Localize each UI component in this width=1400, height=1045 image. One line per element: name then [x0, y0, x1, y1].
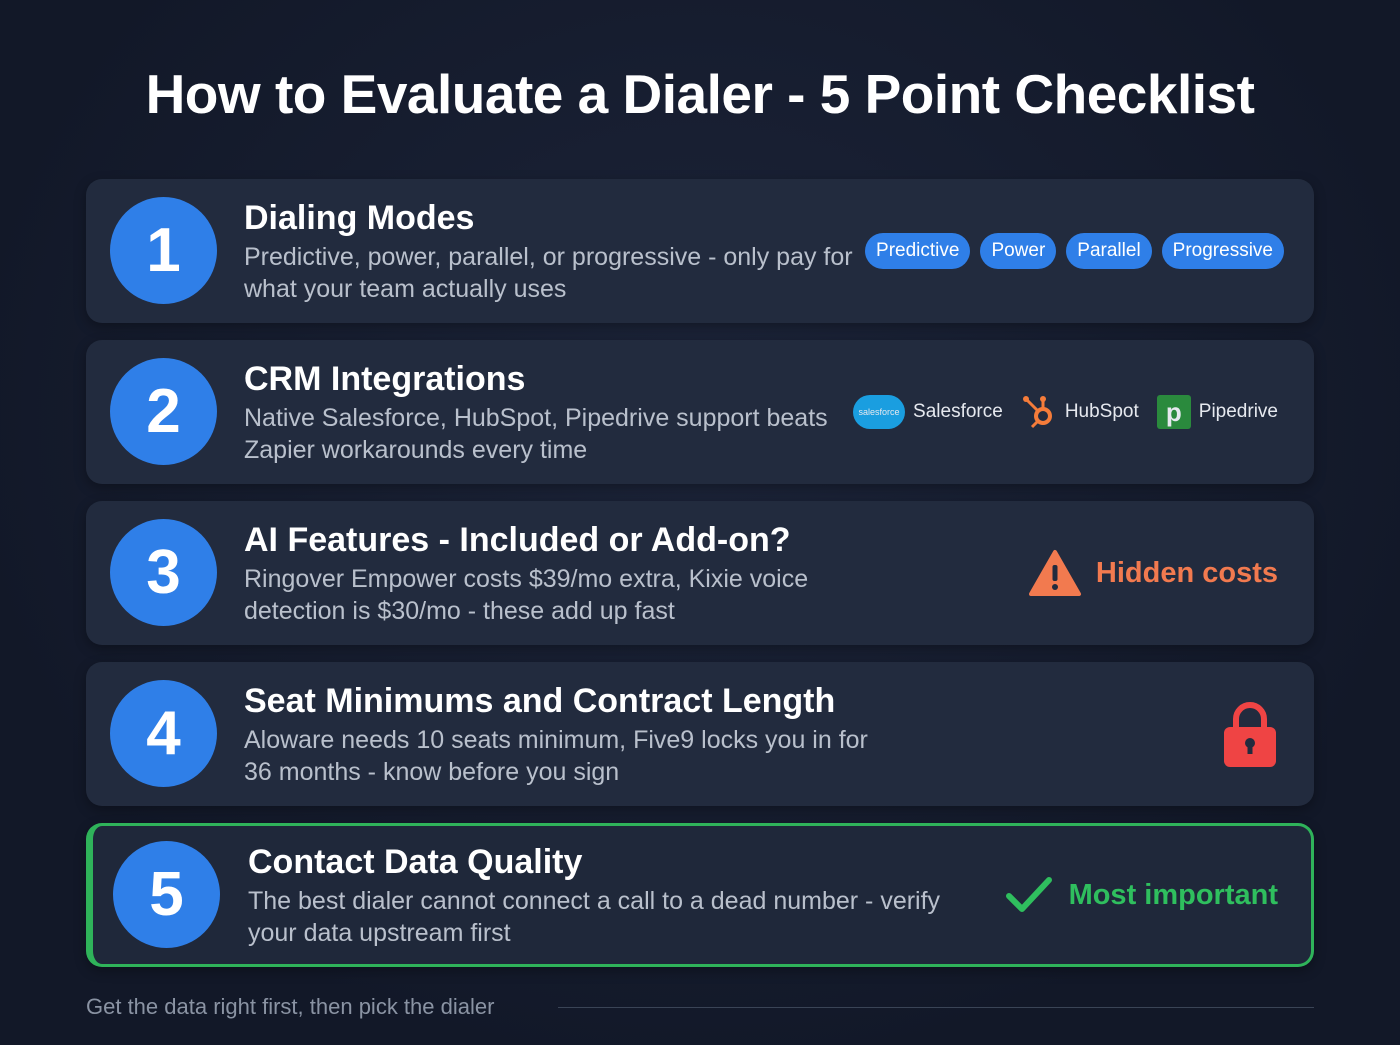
- checklist-item-5: 5 Contact Data Quality The best dialer c…: [86, 823, 1314, 967]
- checklist-item-4: 4 Seat Minimums and Contract Length Alow…: [86, 662, 1314, 806]
- warning-icon: [1028, 550, 1081, 596]
- number-badge: 2: [110, 358, 217, 465]
- lock-icon: [1224, 702, 1276, 767]
- checklist-item-2: 2 CRM Integrations Native Salesforce, Hu…: [86, 340, 1314, 484]
- item-description: Predictive, power, parallel, or progress…: [244, 243, 853, 303]
- checklist-item-3: 3 AI Features - Included or Add-on? Ring…: [86, 501, 1314, 645]
- number-badge: 5: [113, 841, 220, 948]
- page-title: How to Evaluate a Dialer - 5 Point Check…: [145, 63, 1255, 125]
- tag-progressive: Progressive: [1161, 233, 1284, 269]
- item-description: Aloware needs 10 seats minimum, Five9 lo…: [244, 726, 868, 786]
- item-description: Native Salesforce, HubSpot, Pipedrive su…: [244, 404, 828, 464]
- item-title: CRM Integrations: [244, 360, 526, 398]
- number-badge: 1: [110, 197, 217, 304]
- footer-divider: [558, 1007, 1314, 1008]
- item-title: Dialing Modes: [244, 199, 475, 237]
- item-title: AI Features - Included or Add-on?: [244, 521, 791, 559]
- item-description: The best dialer cannot connect a call to…: [248, 887, 941, 947]
- hubspot-logo-icon: [1022, 396, 1052, 429]
- most-important-label: Most important: [1068, 878, 1278, 911]
- number-badge: 3: [110, 519, 217, 626]
- salesforce-logo-icon: salesforce: [853, 395, 906, 429]
- hidden-costs-label: Hidden costs: [1095, 556, 1278, 589]
- item-title: Seat Minimums and Contract Length: [244, 682, 836, 720]
- tag-power: Power: [980, 233, 1057, 269]
- tag-parallel: Parallel: [1066, 233, 1152, 269]
- checklist-item-1: 1 Dialing Modes Predictive, power, paral…: [86, 179, 1314, 323]
- tag-predictive: Predictive: [865, 233, 971, 269]
- check-icon: [1005, 877, 1052, 912]
- number-badge: 4: [110, 680, 217, 787]
- item-description: Ringover Empower costs $39/mo extra, Kix…: [244, 565, 809, 625]
- footer-note: Get the data right first, then pick the …: [86, 994, 495, 1019]
- crm-hubspot: HubSpot: [1021, 394, 1139, 430]
- pipedrive-logo-icon: p: [1156, 395, 1191, 429]
- item-title: Contact Data Quality: [248, 843, 583, 881]
